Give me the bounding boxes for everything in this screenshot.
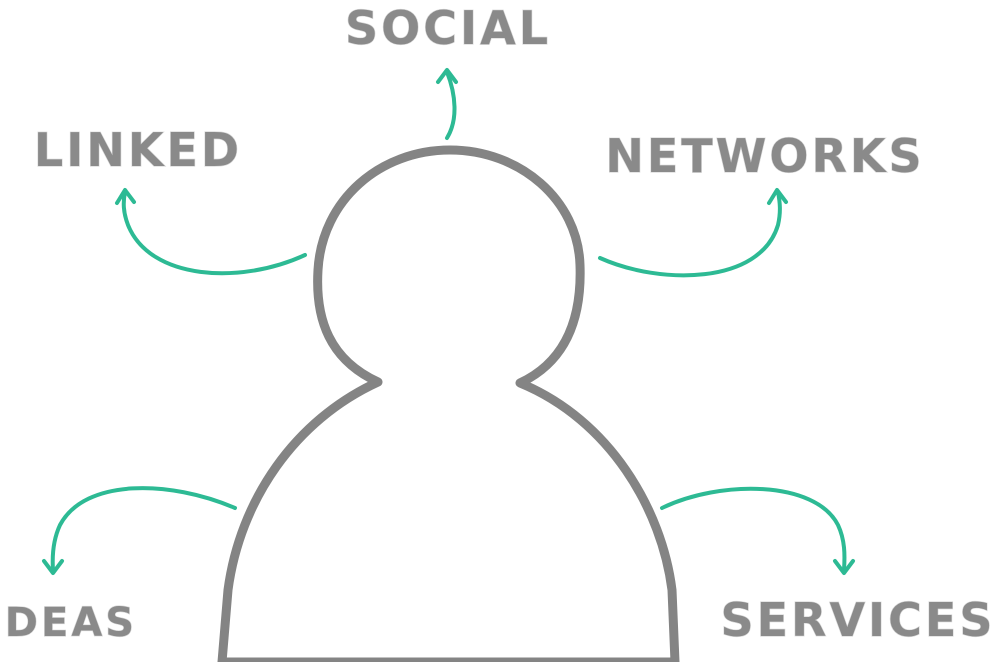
arrow-to-ideas bbox=[42, 486, 237, 575]
person-figure bbox=[217, 145, 680, 662]
arrow-to-social bbox=[436, 68, 458, 140]
label-services: SERViCES bbox=[720, 593, 995, 647]
arrow-to-services bbox=[660, 486, 855, 575]
label-networks: NETWORKS bbox=[605, 129, 924, 183]
arrow-to-networks bbox=[598, 188, 788, 278]
label-social: SOCiAL bbox=[345, 1, 551, 55]
label-linked: LiNKED bbox=[34, 123, 242, 177]
label-ideas: iDEAS bbox=[0, 600, 137, 646]
arrow-to-linked bbox=[115, 188, 307, 276]
